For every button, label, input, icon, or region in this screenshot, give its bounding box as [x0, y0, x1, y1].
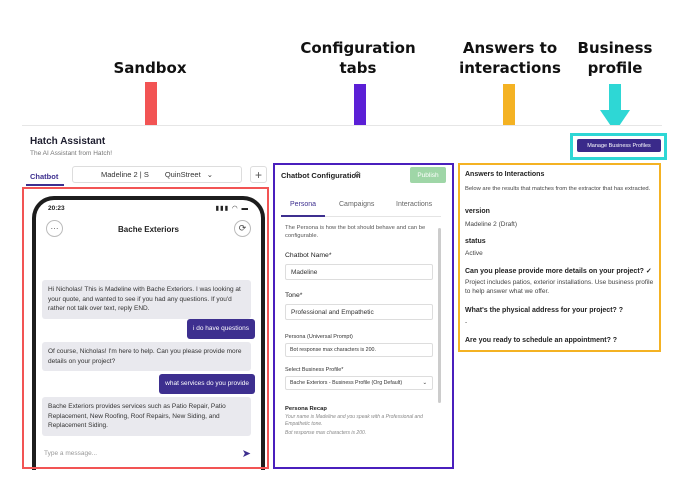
tone-field[interactable]: Professional and Empathetic	[285, 304, 433, 320]
answers-label-line1: Answers to	[462, 39, 558, 57]
business-profile-label-line1: Business	[577, 39, 653, 57]
chatbot-name-field[interactable]: Madeline	[285, 264, 433, 280]
bot-select-suffix: QuinStreet	[164, 170, 201, 179]
tab-chatbot-underline	[26, 184, 64, 186]
chatbot-name-label: Chatbot Name*	[285, 252, 332, 259]
publish-button[interactable]: Publish	[410, 167, 446, 183]
config-tabs-label-line2: tabs	[339, 59, 377, 77]
tone-label: Tone*	[285, 292, 303, 299]
question-project-details: Can you please provide more details on y…	[465, 268, 652, 275]
business-arrow-icon	[600, 84, 630, 132]
status-value: Active	[465, 250, 483, 257]
message-user-1: i do have questions	[186, 319, 255, 339]
more-options-icon[interactable]: ···	[46, 220, 63, 237]
answer-address: -	[465, 319, 468, 326]
chevron-down-icon: ⌄	[422, 380, 427, 386]
business-profile-select-label: Select Business Profile*	[285, 367, 344, 373]
persona-description: The Persona is how the bot should behave…	[285, 225, 426, 239]
chevron-down-icon: ⌄	[206, 170, 213, 179]
config-tabs-label-line1: Configuration	[300, 39, 416, 57]
message-bot-1: Hi Nicholas! This is Madeline with Bache…	[42, 280, 251, 319]
tab-persona[interactable]: Persona	[290, 201, 317, 208]
status-label: status	[465, 238, 486, 245]
bot-select-label: Madeline 2 | S	[101, 170, 149, 179]
config-tabs-label: Configuration tabs	[288, 38, 428, 78]
business-profile-select[interactable]: Bache Exteriors - Business Profile (Org …	[285, 376, 433, 390]
business-profile-label: Business profile	[570, 38, 660, 78]
answer-project-details: Project includes patios, exterior instal…	[465, 279, 654, 295]
version-value: Madeline 2 (Draft)	[465, 221, 518, 228]
manage-business-profiles-button[interactable]: Manage Business Profiles	[577, 139, 661, 152]
send-icon[interactable]: ➤	[241, 448, 251, 460]
business-profile-label-line2: profile	[587, 59, 643, 77]
phone-preview: 20:23 ▮▮▮ ◠ ▬ ··· Bache Exteriors ⟳ Hi N…	[32, 196, 265, 470]
sandbox-highlight	[22, 187, 269, 469]
tabs-divider	[281, 216, 441, 217]
persona-recap-line1: Your name is Madeline and you speak with…	[285, 414, 423, 427]
gear-icon[interactable]: ⚙	[354, 170, 362, 179]
answers-intro: Below are the results that matches from …	[465, 186, 651, 192]
app-subtitle: The AI Assistant from Hatch!	[30, 150, 113, 157]
business-profile-highlight	[570, 133, 667, 160]
message-user-2: what services do you provide	[159, 374, 255, 394]
answers-title: Answers to Interactions	[465, 171, 545, 178]
bot-select[interactable]: Madeline 2 | S QuinStreet ⌄	[72, 166, 242, 183]
config-header: Chatbot Configuration	[281, 171, 361, 180]
persona-recap-title: Persona Recap	[285, 406, 327, 412]
tab-interactions[interactable]: Interactions	[396, 201, 433, 208]
config-scrollbar[interactable]	[438, 228, 441, 403]
persona-recap-line2: Bot response max characters is 200.	[285, 430, 367, 436]
message-bot-3: Bache Exteriors provides services such a…	[42, 397, 251, 436]
add-bot-button[interactable]: +	[250, 166, 267, 183]
persona-prompt-label: Persona (Universal Prompt)	[285, 334, 353, 340]
config-highlight	[273, 163, 454, 469]
version-label: version	[465, 208, 490, 215]
refresh-icon[interactable]: ⟳	[234, 220, 251, 237]
tab-persona-underline	[281, 215, 325, 217]
chat-title: Bache Exteriors	[118, 225, 179, 234]
persona-prompt-field[interactable]: Bot response max characters is 200.	[285, 343, 433, 357]
answers-label: Answers to interactions	[450, 38, 570, 78]
answers-highlight	[458, 163, 661, 352]
app-title: Hatch Assistant	[30, 136, 106, 147]
business-profile-select-value: Bache Exteriors - Business Profile (Org …	[290, 380, 403, 386]
answers-label-line2: interactions	[459, 59, 561, 77]
tab-campaigns[interactable]: Campaigns	[339, 201, 375, 208]
message-bot-2: Of course, Nicholas! I'm here to help. C…	[42, 342, 251, 371]
tab-chatbot[interactable]: Chatbot	[30, 172, 59, 181]
question-address: What's the physical address for your pro…	[465, 307, 624, 314]
phone-time: 20:23	[48, 205, 65, 212]
message-input[interactable]: Type a message...	[44, 450, 98, 457]
phone-status-icon: ▮▮▮ ◠ ▬	[215, 205, 249, 212]
question-appointment: Are you ready to schedule an appointment…	[465, 337, 618, 344]
sandbox-label: Sandbox	[113, 59, 187, 77]
